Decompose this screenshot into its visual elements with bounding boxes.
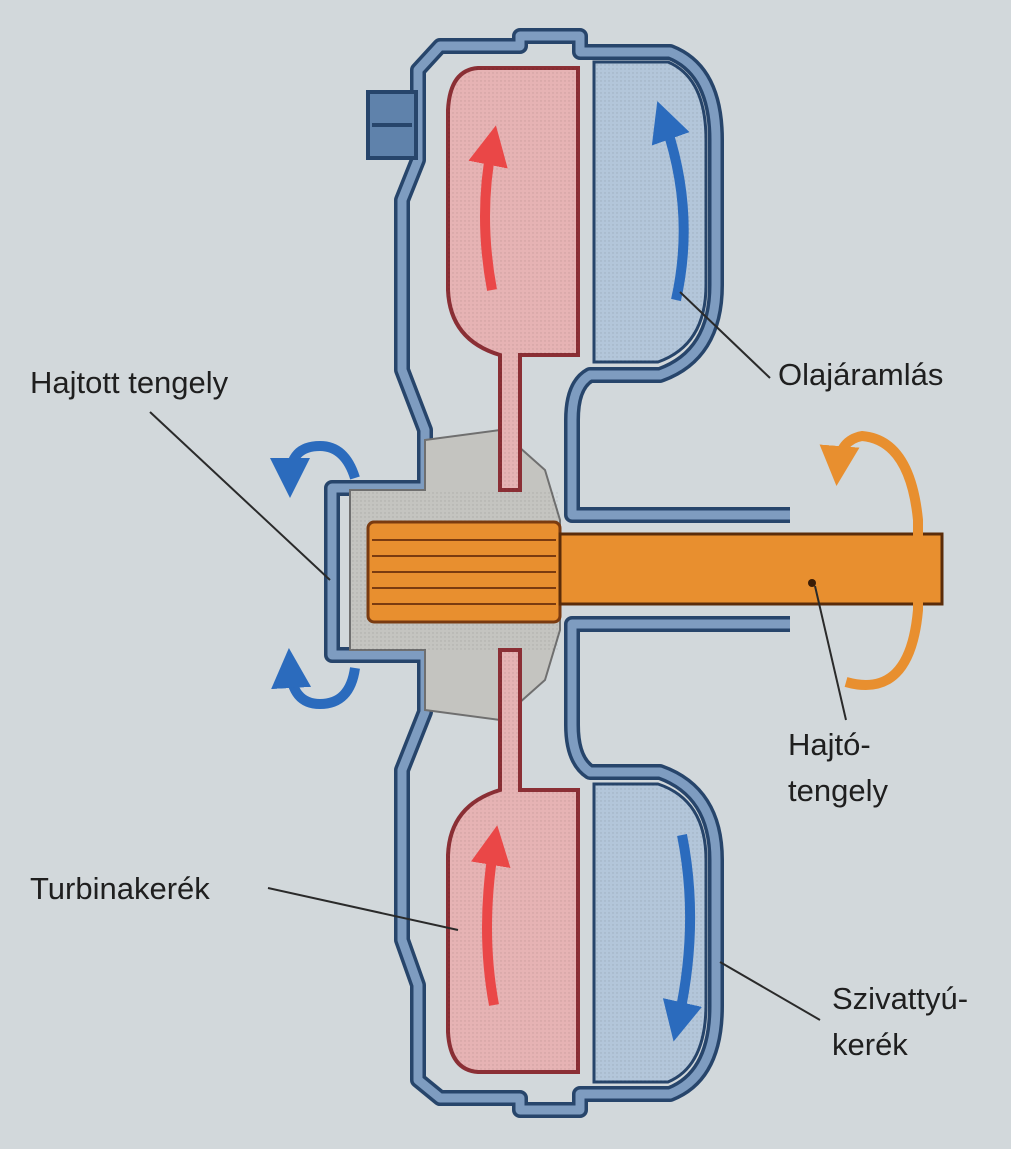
leader-turbine [267,887,459,931]
pump-flow-arrow-top [651,101,690,302]
driven-shaft-label: Hajtott tengely [30,365,229,400]
leader-driven-shaft [149,411,331,581]
drive-shaft-label-line2: tengely [788,773,888,808]
leader-drive-shaft [814,585,847,721]
output-rotation-arrow-bottom [271,648,360,710]
turbine-flow-arrow-bottom [471,825,511,1006]
drive-shaft-dot [808,579,816,587]
turbine-flow-arrow-top [468,125,508,291]
leader-oil-flow [679,291,771,379]
pump-wheel-label-line2: kerék [832,1027,908,1062]
turbine-wheel-label: Turbinakerék [30,871,210,906]
drive-shaft-label-line1: Hajtó- [788,727,871,762]
leader-pump [719,961,821,1021]
pump-wheel-label-line1: Szivattyú- [832,981,969,1016]
pump-wheel-label: Szivattyú- kerék [832,976,968,1068]
drive-shaft-label: Hajtó- tengely [788,722,888,814]
oil-flow-label: Olajáramlás [778,357,944,392]
pump-flow-arrow-bottom [662,834,702,1042]
drive-shaft [558,532,944,606]
input-rotation-arrow [819,430,923,690]
output-rotation-arrow-top [270,440,360,498]
